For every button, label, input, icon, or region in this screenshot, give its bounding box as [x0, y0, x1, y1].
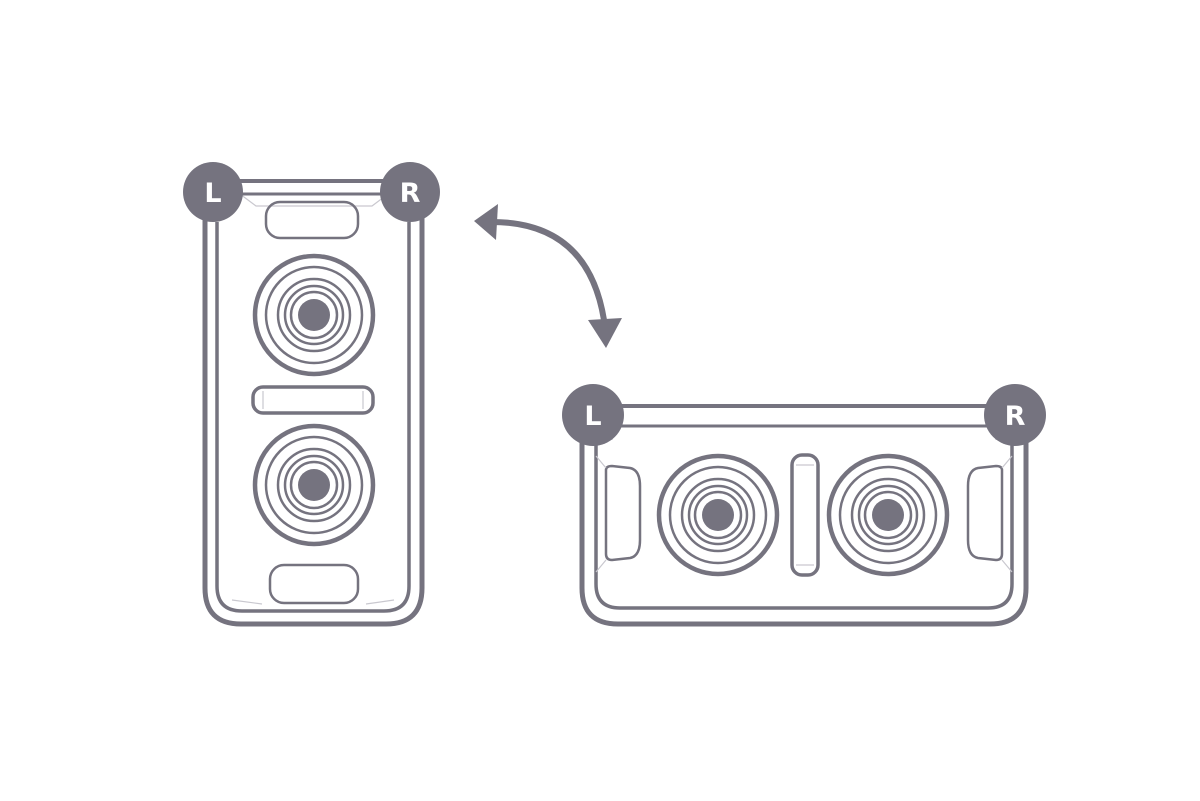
horizontal-speaker-inner-frame — [594, 442, 1014, 610]
svg-text:R: R — [400, 178, 421, 209]
horizontal-speaker-center-slot — [790, 453, 820, 577]
vertical-speaker-lower-woofer — [252, 423, 376, 547]
horizontal-speaker-left-badge: L — [562, 384, 624, 446]
horizontal-speaker-left-handle — [604, 464, 642, 562]
horizontal-speaker-right-woofer — [826, 453, 950, 577]
vertical-speaker-upper-woofer — [252, 253, 376, 377]
vertical-speaker-inner-frame — [215, 222, 411, 613]
horizontal-speaker-body — [579, 428, 1029, 627]
horizontal-speaker-left-woofer — [656, 453, 780, 577]
horizontal-speaker: L R — [562, 384, 1046, 627]
vertical-speaker-left-badge: L — [183, 162, 243, 222]
vertical-speaker-center-slot — [251, 385, 375, 415]
vertical-speaker-bottom-handle — [268, 563, 360, 605]
vertical-speaker: L R — [183, 162, 440, 627]
svg-text:R: R — [1005, 401, 1026, 432]
horizontal-speaker-right-badge: R — [984, 384, 1046, 446]
svg-text:L: L — [584, 401, 601, 432]
vertical-speaker-top-handle — [264, 200, 360, 240]
vertical-speaker-top-panel — [239, 193, 389, 207]
vertical-speaker-body — [202, 198, 425, 627]
vertical-speaker-right-badge: R — [380, 162, 440, 222]
horizontal-speaker-right-handle — [966, 464, 1004, 562]
svg-text:L: L — [204, 178, 221, 209]
double-headed-curved-arrow-icon — [474, 204, 622, 348]
